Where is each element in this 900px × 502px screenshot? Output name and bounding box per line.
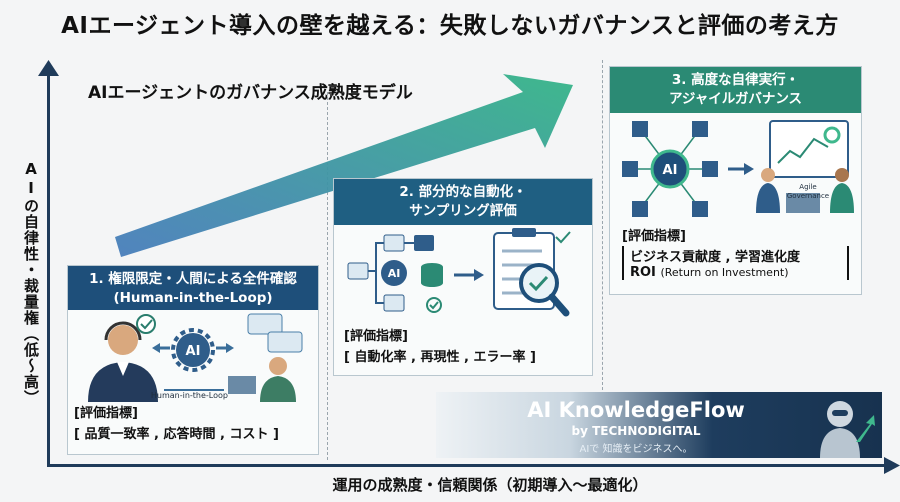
- stage-3-metrics-roi: ROI: [630, 265, 656, 280]
- stage-divider-2: [602, 60, 603, 390]
- main-title: AIエージェント導入の壁を越える：失敗しないガバナンスと評価の考え方: [61, 13, 839, 39]
- team-dashboard-icon: [756, 120, 854, 213]
- x-axis-arrowhead: [884, 457, 900, 474]
- banner-title: AI KnowledgeFlow: [527, 398, 745, 422]
- database-icon: [421, 263, 443, 287]
- brand-banner: AI KnowledgeFlow by TECHNODIGITAL AIで 知識…: [436, 392, 882, 458]
- stage-2-subtitle: サンプリング評価: [409, 203, 517, 219]
- stage-2-header: 2. 部分的な自動化・ サンプリング評価: [334, 179, 592, 225]
- stage-3-metrics-line1: ビジネス貢献度 , 学習進化度: [630, 250, 800, 265]
- robot-icon: [820, 401, 875, 458]
- stage-1-title: 1. 権限限定・人間による全件確認: [89, 271, 297, 287]
- y-axis-arrowhead: [38, 60, 59, 76]
- stage-3-title: 3. 高度な自律実行・: [671, 72, 800, 88]
- ai-node-icon: AI: [381, 260, 407, 286]
- banner-tagline: AIで 知識をビジネスへ。: [579, 444, 693, 455]
- stage-1-metrics: [ 品質一致率 , 応答時間 , コスト ]: [74, 427, 279, 442]
- y-axis-label: AIの自律性・裁量権（低〜高）: [22, 160, 40, 406]
- stage-1-subtitle: (Human-in-the-Loop): [113, 290, 273, 306]
- svg-text:Agile: Agile: [799, 183, 816, 191]
- stage-3-metrics: ビジネス貢献度 , 学習進化度 ROI (Return on Investmen…: [622, 246, 849, 280]
- y-axis: [47, 72, 50, 466]
- maturity-growth-arrow: [115, 74, 573, 257]
- stage-2-card: 2. 部分的な自動化・ サンプリング評価 AI: [333, 178, 593, 376]
- stage-2-title: 2. 部分的な自動化・: [399, 184, 527, 200]
- x-axis-label: 運用の成熟度・信頼関係（初期導入〜最適化）: [332, 476, 648, 494]
- svg-text:Governance: Governance: [787, 192, 829, 200]
- operator-icon: [88, 321, 158, 402]
- stage-3-card: 3. 高度な自律実行・ アジャイルガバナンス AI Agile Go: [609, 66, 862, 295]
- stage-1-card: 1. 権限限定・人間による全件確認 (Human-in-the-Loop) AI: [67, 265, 319, 455]
- stage-1-illustration: AI Human-in-the-Loop: [88, 313, 303, 402]
- stage-3-metrics-label: [評価指標]: [622, 229, 686, 244]
- banner-subtitle: by TECHNODIGITAL: [571, 424, 701, 438]
- stage-3-header: 3. 高度な自律実行・ アジャイルガバナンス: [610, 67, 861, 113]
- svg-text:AI: AI: [186, 344, 201, 359]
- svg-text:AI: AI: [663, 163, 678, 178]
- stage-2-metrics-label: [評価指標]: [344, 329, 408, 344]
- stage-2-illustration: AI: [347, 228, 571, 317]
- check-icon: [136, 314, 156, 334]
- stage-3-metrics-roi-desc: (Return on Investment): [660, 266, 789, 279]
- ai-gear-icon: AI: [171, 328, 215, 372]
- stage-3-illustration: AI Agile Governance: [622, 120, 854, 217]
- stage-3-subtitle: アジャイルガバナンス: [668, 91, 803, 107]
- svg-text:Human-in-the-Loop: Human-in-the-Loop: [151, 391, 228, 400]
- stage-1-metrics-label: [評価指標]: [74, 406, 138, 421]
- stage-1-header: 1. 権限限定・人間による全件確認 (Human-in-the-Loop): [68, 266, 318, 310]
- chat-bubbles-icon: [247, 313, 303, 353]
- agent-network-icon: AI: [622, 121, 718, 217]
- checklist-magnifier-icon: [493, 228, 570, 317]
- svg-text:AI: AI: [388, 267, 401, 280]
- model-title: AIエージェントのガバナンス成熟度モデル: [88, 83, 413, 103]
- stage-divider-1: [327, 92, 328, 460]
- reviewer-icon: [228, 357, 296, 402]
- workflow-icon: [347, 234, 434, 312]
- x-axis: [47, 464, 897, 467]
- check-icon: [426, 297, 442, 313]
- stage-2-metrics: [ 自動化率 , 再現性 , エラー率 ]: [344, 350, 536, 365]
